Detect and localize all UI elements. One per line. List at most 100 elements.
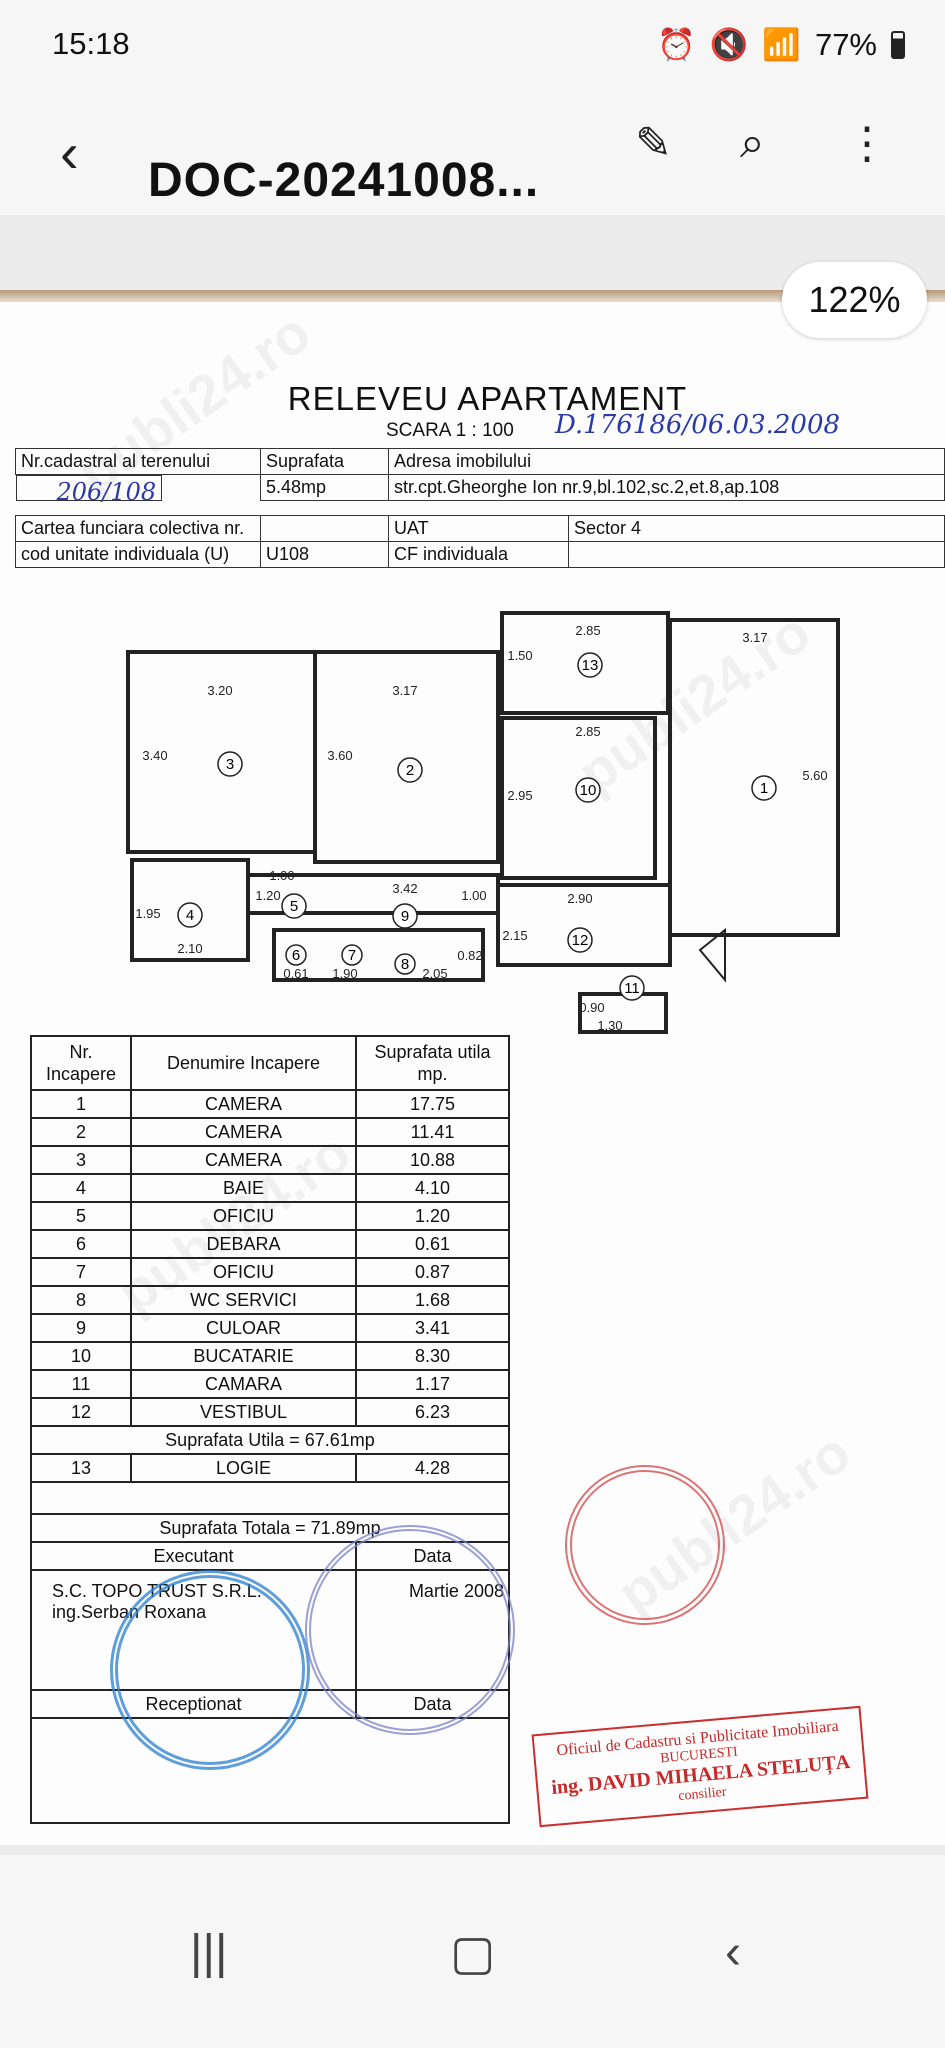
dim: 5.60 xyxy=(802,768,827,783)
cell: BAIE xyxy=(130,1173,357,1203)
dim: 2.95 xyxy=(507,788,532,803)
cf-individuala: CF individuala xyxy=(388,541,569,568)
back-icon[interactable]: ‹ xyxy=(60,121,79,184)
cell: WC SERVICI xyxy=(130,1285,357,1315)
battery-icon xyxy=(891,30,905,59)
cell: OFICIU xyxy=(130,1257,357,1287)
cell: VESTIBUL xyxy=(130,1397,357,1427)
empty-row xyxy=(30,1481,510,1515)
cell: 3.41 xyxy=(355,1313,510,1343)
col-header: Nr. Incapere xyxy=(30,1035,132,1091)
navigation-bar: ||| ▢ ‹ xyxy=(0,1855,945,2048)
dim: 0.90 xyxy=(579,1000,604,1015)
addr-value: str.cpt.Gheorghe Ion nr.9,bl.102,sc.2,et… xyxy=(388,474,945,501)
scale-text: SCARA 1 : 100 xyxy=(386,420,514,441)
cell: 7 xyxy=(30,1257,132,1287)
room-label-10: 10 xyxy=(580,782,597,799)
home-icon[interactable]: ▢ xyxy=(450,1927,496,1980)
room-label-2: 2 xyxy=(406,762,414,779)
cell: 8 xyxy=(30,1285,132,1315)
edit-icon[interactable]: ✎ xyxy=(635,119,672,168)
search-icon[interactable]: ⌕ xyxy=(740,118,765,167)
dim: 2.85 xyxy=(575,623,600,638)
room-label-5: 5 xyxy=(290,898,298,915)
cell: 2 xyxy=(30,1117,132,1147)
dim: 2.05 xyxy=(422,966,447,981)
dim: 1.00 xyxy=(269,868,294,883)
cell: CAMERA xyxy=(130,1089,357,1119)
cell: 5 xyxy=(30,1201,132,1231)
app-bar: ‹ DOC-20241008... ✎ ⌕ ⋮ xyxy=(0,90,945,215)
cell: 1.68 xyxy=(355,1285,510,1315)
cod-label: cod unitate individuala (U) xyxy=(15,541,261,568)
addr-label: Adresa imobilului xyxy=(388,448,945,475)
cell: CAMARA xyxy=(130,1369,357,1399)
zoom-level-badge: 122% xyxy=(782,262,927,338)
uat-value: Sector 4 xyxy=(568,515,945,542)
room-label-13: 13 xyxy=(582,657,599,674)
ocpi-stamp: Oficiul de Cadastru si Publicitate Imobi… xyxy=(531,1705,869,1828)
dim: 3.20 xyxy=(207,683,232,698)
executant-label: Executant xyxy=(30,1541,357,1571)
supr-value: 5.48mp xyxy=(260,474,389,501)
dim: 2.15 xyxy=(502,928,527,943)
empty-cell xyxy=(568,541,945,568)
util-total: Suprafata Utila = 67.61mp xyxy=(30,1425,510,1455)
cell: 9 xyxy=(30,1313,132,1343)
cell: 4.10 xyxy=(355,1173,510,1203)
wall-room-1 xyxy=(668,618,840,937)
cell: 6.23 xyxy=(355,1397,510,1427)
cell: CULOAR xyxy=(130,1313,357,1343)
cell: 10.88 xyxy=(355,1145,510,1175)
more-options-icon[interactable]: ⋮ xyxy=(845,119,889,168)
cell: 0.87 xyxy=(355,1257,510,1287)
recent-apps-icon[interactable]: ||| xyxy=(190,1926,228,1979)
cell: 17.75 xyxy=(355,1089,510,1119)
room-label-3: 3 xyxy=(226,756,234,773)
clock: 15:18 xyxy=(52,26,130,61)
status-icons: ⏰ 🔇 📶 77% xyxy=(657,26,905,63)
cell: 12 xyxy=(30,1397,132,1427)
dim: 3.42 xyxy=(392,881,417,896)
page-edge xyxy=(0,290,945,302)
blue-stamp xyxy=(110,1570,310,1770)
cell: 11.41 xyxy=(355,1117,510,1147)
cell: LOGIE xyxy=(130,1453,357,1483)
dim: 3.60 xyxy=(327,748,352,763)
room-label-6: 6 xyxy=(292,947,300,964)
stairs-hatch xyxy=(698,927,726,983)
room-label-7: 7 xyxy=(348,947,356,964)
dim: 1.90 xyxy=(332,966,357,981)
room-label-11: 11 xyxy=(624,980,640,997)
dim: 1.95 xyxy=(135,906,160,921)
dim: 2.85 xyxy=(575,724,600,739)
cell: 3 xyxy=(30,1145,132,1175)
dim: 3.17 xyxy=(742,630,767,645)
cell: 11 xyxy=(30,1369,132,1399)
cell: 1 xyxy=(30,1089,132,1119)
back-nav-icon[interactable]: ‹ xyxy=(725,1926,741,1979)
cell: 10 xyxy=(30,1341,132,1371)
cad-label: Nr.cadastral al terenului xyxy=(15,448,261,475)
room-label-4: 4 xyxy=(186,907,194,924)
dim: 1.30 xyxy=(597,1018,622,1033)
wall-room-12 xyxy=(496,883,672,967)
dim: 1.50 xyxy=(507,648,532,663)
cell: 13 xyxy=(30,1453,132,1483)
dim: 2.90 xyxy=(567,891,592,906)
dim: 3.17 xyxy=(392,683,417,698)
dim: 0.61 xyxy=(283,966,308,981)
cell: 1.17 xyxy=(355,1369,510,1399)
